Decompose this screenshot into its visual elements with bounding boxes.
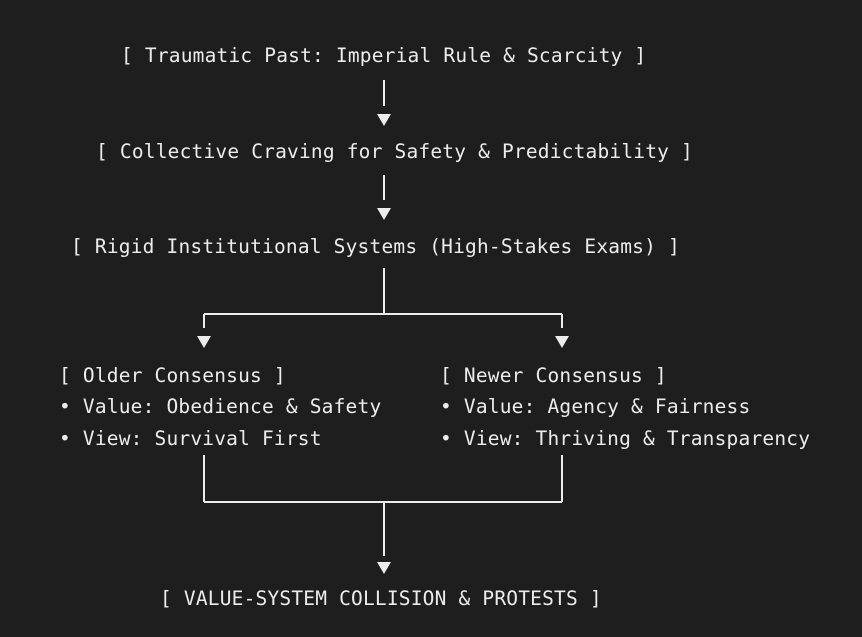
node-collective-craving: [ Collective Craving for Safety & Predic… [96,140,693,163]
older-consensus-value: • Value: Obedience & Safety [59,395,382,418]
older-consensus-title: [ Older Consensus ] [59,364,286,387]
arrowhead-down-icon [377,208,391,220]
arrowhead-down-icon [377,562,391,574]
newer-consensus-title: [ Newer Consensus ] [440,364,667,387]
arrowhead-down-icon [377,114,391,126]
node-rigid-systems: [ Rigid Institutional Systems (High-Stak… [71,235,680,258]
older-consensus-view: • View: Survival First [59,427,322,450]
node-traumatic-past: [ Traumatic Past: Imperial Rule & Scarci… [121,44,647,67]
newer-consensus-value: • Value: Agency & Fairness [440,395,751,418]
newer-consensus-view: • View: Thriving & Transparency [440,427,811,450]
arrowhead-down-icon [197,336,211,348]
node-collision: [ VALUE-SYSTEM COLLISION & PROTESTS ] [160,587,602,610]
arrowhead-down-icon [555,336,569,348]
